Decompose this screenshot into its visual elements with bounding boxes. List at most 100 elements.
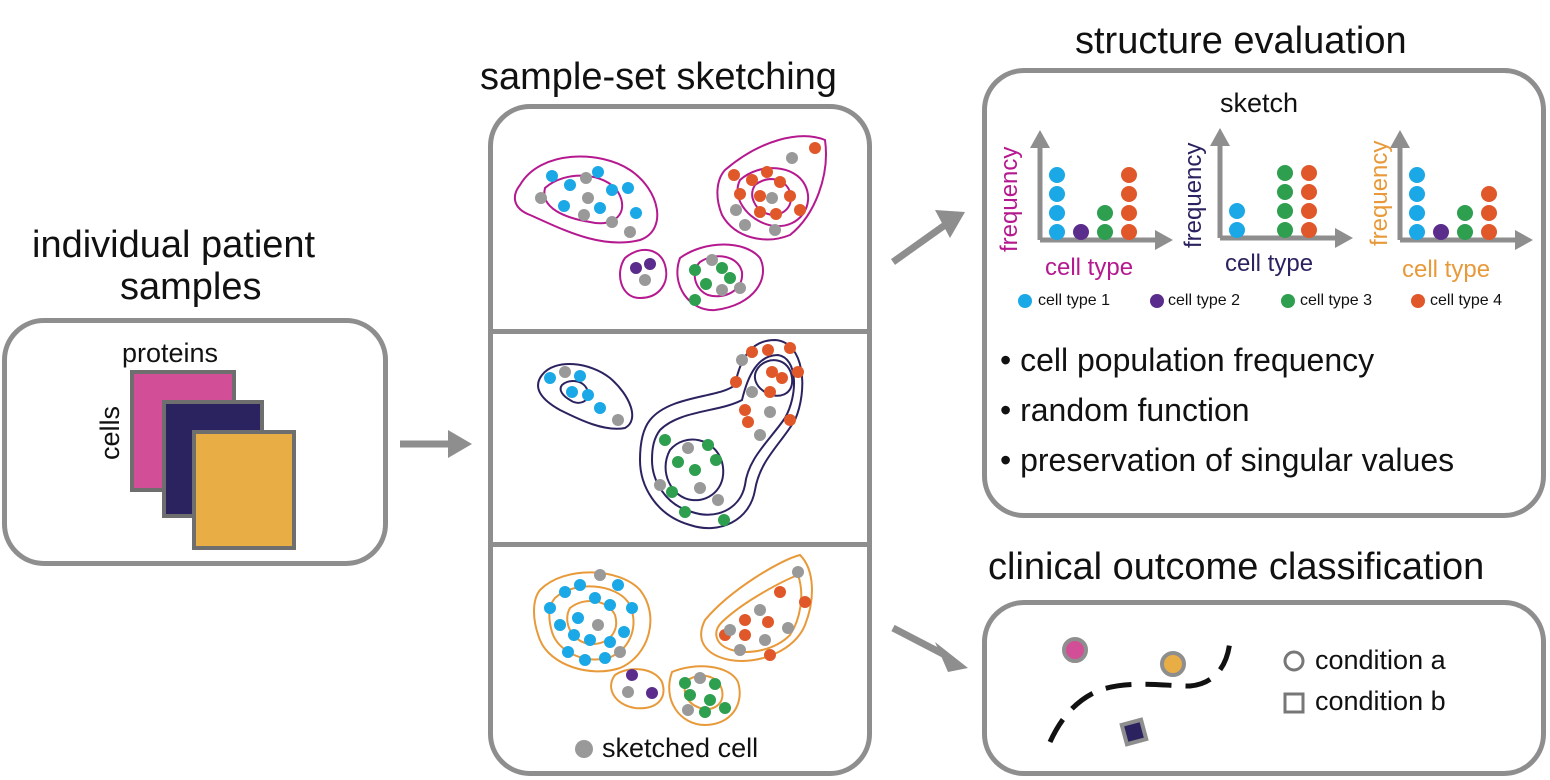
arrows [400,210,968,672]
cell-type-4-dot [739,614,751,626]
cell-type-1-dot [599,652,611,664]
freq-dot-type-4 [1481,205,1497,221]
sketched-cell-dot [782,622,794,634]
freq-dot-type-3 [1457,205,1473,221]
proteins-label: proteins [122,338,219,368]
sketched-cell-dot [575,740,593,758]
cell-type-3-dot [704,694,716,706]
freq-dot-type-3 [1277,203,1293,219]
sketched-cell-dot [592,619,604,631]
cell-type-3-dot [699,706,711,718]
cell-type-1-dot [572,612,584,624]
cell-type-4-dot [761,166,773,178]
arrow-head [448,430,472,458]
freq-dot-type-1 [1049,205,1065,221]
sketched-cell-dot [739,219,751,231]
sketched-cell-dot [712,494,724,506]
sketched-cell-dot [746,386,758,398]
axis-arrowhead [1515,230,1533,250]
cell-type-2-dot [646,687,658,699]
legend-dot-2 [1150,294,1164,308]
cell-type-3-dot [689,464,701,476]
sketched-cell-dot [754,429,766,441]
sketched-cell-dot [682,704,694,716]
cell-type-1-dot [564,179,576,191]
cell-type-3-dot [710,454,722,466]
freq-dot-type-1 [1229,222,1245,238]
freq-dot-type-2 [1073,224,1089,240]
legend-label-3: cell type 3 [1300,292,1373,309]
freq-dot-type-1 [1409,186,1425,202]
evaluation-panel [982,68,1546,518]
sketched-cell-dot [754,604,766,616]
cell-type-1-dot [630,207,642,219]
classification-panel [982,600,1546,776]
cell-type-1-dot [574,370,586,382]
cell-type-4-dot [746,174,758,186]
cell-type-4-dot [799,596,811,608]
condition-b-label: condition b [1315,686,1446,716]
cell-type-1-dot [544,372,556,384]
bullet-2: • random function [1000,392,1250,428]
contour [610,668,665,710]
cell-type-4-dot [792,366,804,378]
arrow-sketch-to-eval [890,222,948,265]
freq-dot-type-3 [1277,222,1293,238]
cell-type-4-dot [776,372,788,384]
cell-type-4-dot [764,386,776,398]
sample-point-pink [1062,637,1088,663]
sketched-cell-dot [535,192,547,204]
freq-dot-type-1 [1409,224,1425,240]
sketched-cell-dot [694,672,706,684]
cell-type-3-dot [679,677,691,689]
cell-type-4-dot [766,366,778,378]
cell-type-4-dot [764,649,776,661]
cell-type-1-dot [566,386,578,398]
cell-type-4-dot [730,376,742,388]
freq-dot-type-3 [1277,165,1293,181]
cell-type-3-dot [679,506,691,518]
sketching-title: sample-set sketching [480,56,837,98]
freq-dot-type-4 [1481,186,1497,202]
cell-type-3-dot [659,434,671,446]
sketched-cell-dot [580,172,592,184]
legend-dot-1 [1018,294,1032,308]
arrow-head [935,210,965,238]
cell-type-1-dot [579,654,591,666]
cell-type-3-dot [672,456,684,468]
sketched-cell-dot [716,284,728,296]
contour [664,438,725,502]
sketched-cell-dot [606,216,618,228]
cell-type-4-dot [784,414,796,426]
contour [559,379,590,404]
freq-dot-type-1 [1229,203,1245,219]
cell-type-4-dot [794,204,806,216]
cell-type-3-dot [724,272,736,284]
sketched-cell-dot [759,634,771,646]
contour [668,665,741,727]
celltype-label-2: cell type [1225,250,1314,277]
cell-type-1-dot [584,634,596,646]
cell-type-4-dot [739,404,751,416]
cell-type-4-dot [770,208,782,220]
condition-a-icon [1283,650,1305,672]
contour [693,255,744,298]
cell-type-3-dot [684,689,696,701]
cell-type-1-dot [604,636,616,648]
cell-type-1-dot [604,599,616,611]
axis-arrowhead [1155,230,1173,250]
freq-dot-type-4 [1301,165,1317,181]
sketching-divider-1 [492,329,868,334]
freq-dot-type-1 [1049,186,1065,202]
cell-type-1-dot [618,626,630,638]
cell-type-2-dot [630,262,642,274]
condition-b-icon [1283,692,1305,714]
frequency-axes [1037,145,1158,243]
sketched-cell-dot [559,366,571,378]
cell-type-4-dot [746,346,758,358]
cell-type-1-dot [594,202,606,214]
cell-type-3-dot [709,678,721,690]
sketched-cell-dot [769,224,781,236]
